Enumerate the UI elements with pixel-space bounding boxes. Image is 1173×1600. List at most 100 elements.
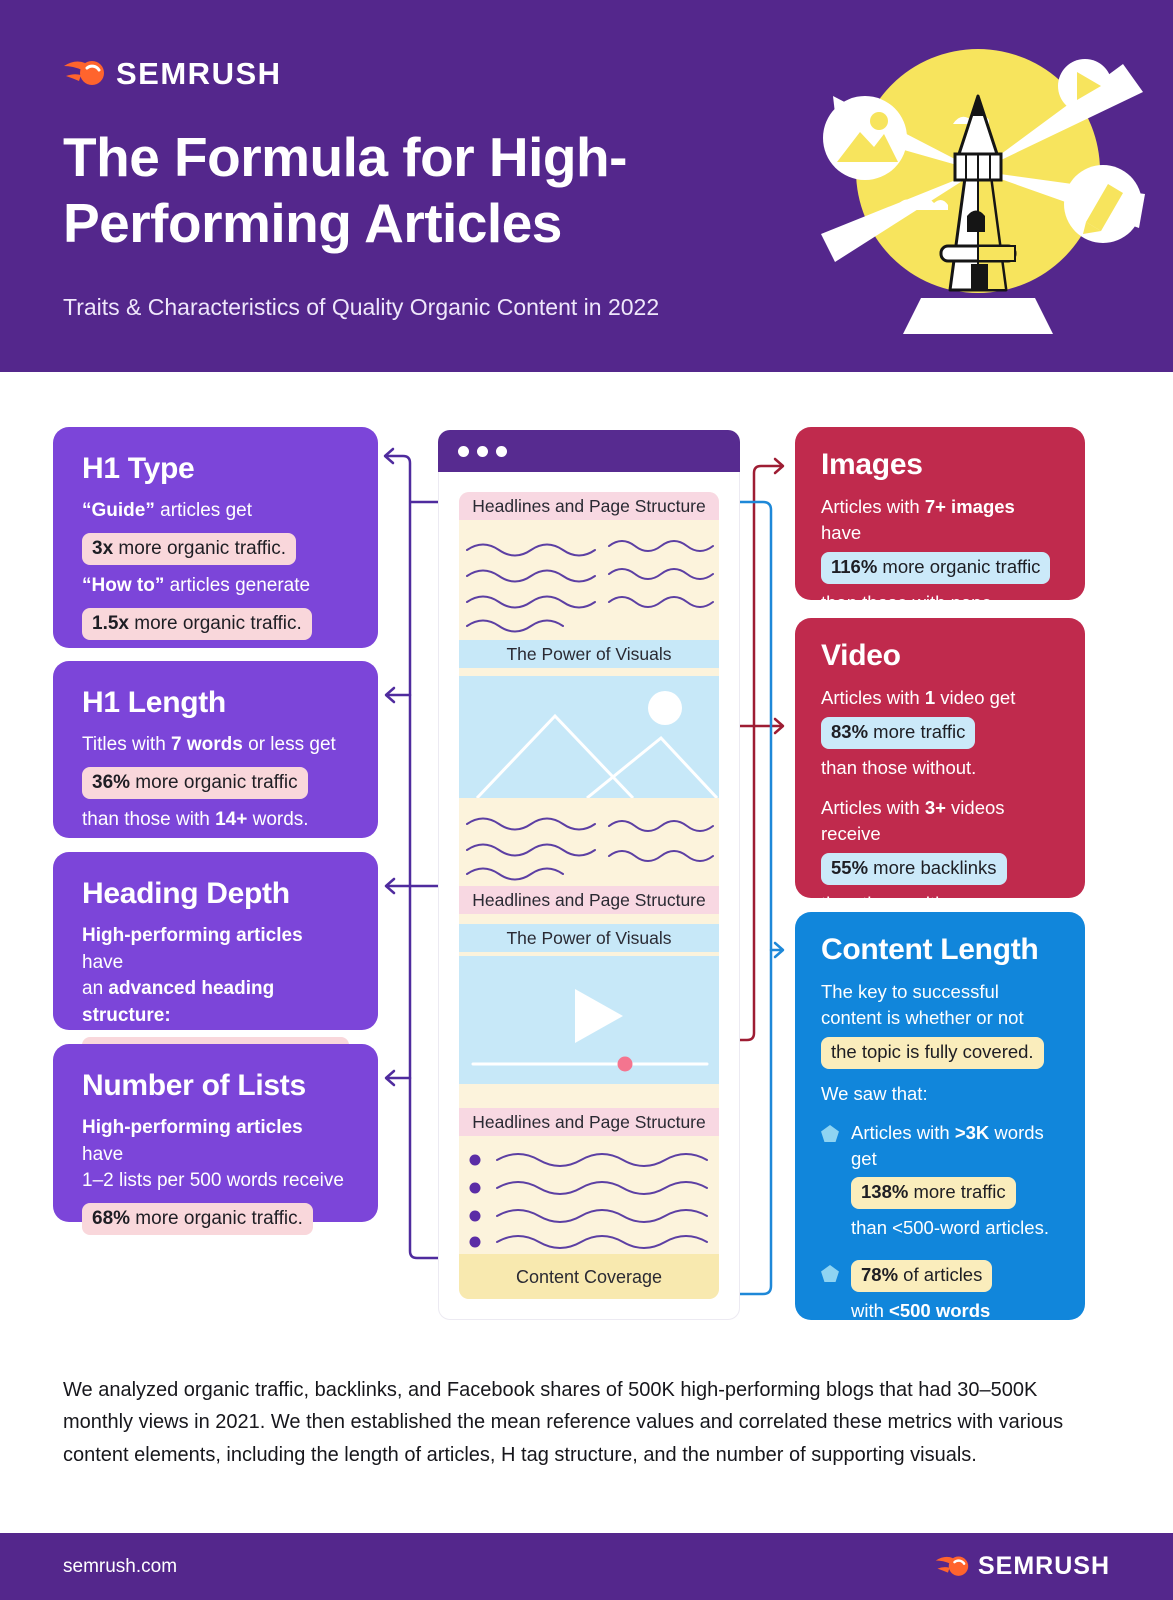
brand-text: SEMRUSH <box>977 1552 1110 1580</box>
card-title: Heading Depth <box>82 877 290 910</box>
card-heading-depth: Heading Depth High-performing articles h… <box>53 852 378 1096</box>
stat-line: Titles with 7 words or less get <box>82 734 336 755</box>
connector-red <box>738 457 785 1042</box>
page-title: The Formula for High-Performing Articles <box>63 126 627 254</box>
card-number-of-lists: Number of Lists High-performing articles… <box>53 1044 378 1236</box>
card-h1-type: H1 Type “Guide” articles get 3x more org… <box>53 427 378 648</box>
semrush-flame-icon <box>935 1555 969 1576</box>
card-title: H1 Length <box>82 686 226 719</box>
stat-line: than <500-word articles. <box>851 1217 1049 1239</box>
stat-line: 1.5x more organic traffic. <box>82 607 349 641</box>
stat-pill: 68% more organic traffic. <box>82 1202 313 1236</box>
stat-line: The key to successful content is whether… <box>821 981 1024 1028</box>
card-images: Images Articles with 7+ images have 116%… <box>795 427 1085 613</box>
stat-line: than those with 14+ words. <box>82 809 309 831</box>
card-title: Number of Lists <box>82 1069 306 1102</box>
stat-line: than those with none. <box>821 591 997 613</box>
stat-line: an advanced heading structure: <box>82 978 275 1026</box>
stat-line: the topic is fully covered. <box>821 1036 1059 1069</box>
stat-pill: 116% more organic traffic <box>821 551 1051 584</box>
footer: semrush.com SEMRUSH <box>0 1533 1173 1600</box>
list-item: 78% of articles with <500 words are not … <box>821 1260 1059 1356</box>
header: SEMRUSH The Formula for High-Performing … <box>0 0 1173 372</box>
pentagon-bullet-icon <box>821 1124 839 1142</box>
lighthouse <box>903 94 1053 334</box>
window-dot <box>458 445 469 457</box>
stat-pill: 138% more traffic <box>851 1177 1016 1210</box>
window-dot <box>477 445 488 457</box>
spacer <box>459 914 719 924</box>
card-title: Images <box>821 448 923 481</box>
play-icon <box>1058 59 1112 113</box>
methodology-paragraph: We analyzed organic traffic, backlinks, … <box>63 1379 1064 1466</box>
stat-pill: 36% more organic traffic <box>82 766 308 800</box>
mockup-banner-coverage: Content Coverage <box>459 1254 719 1299</box>
stat-line: 138% more traffic <box>851 1177 1059 1210</box>
semrush-flame-icon <box>64 61 104 85</box>
mockup-banner-headlines: Headlines and Page Structure <box>459 1108 719 1136</box>
stat-line: 116% more organic traffic <box>821 551 1059 584</box>
image-icon <box>823 96 907 180</box>
mockup-text-squiggles <box>466 540 714 633</box>
pentagon-bullet-icon <box>821 1265 839 1283</box>
stat-line: 78% of articles <box>851 1260 993 1293</box>
stat-line: with <500 words <box>851 1300 991 1322</box>
card-content-length: Content Length The key to successful con… <box>795 912 1085 1347</box>
connector-blue <box>738 500 785 1296</box>
stat-pill: 78% of articles <box>851 1260 993 1293</box>
stat-line: We saw that: <box>821 1082 928 1104</box>
spacer <box>459 1084 719 1108</box>
stat-pill: 1.5x more organic traffic. <box>82 607 312 641</box>
stat-line: Articles with 1 video get <box>821 687 1016 708</box>
stat-line: High-performing articles have <box>82 1117 303 1165</box>
window-dot <box>496 445 507 457</box>
stat-line: Articles with >3K words get <box>851 1121 1044 1169</box>
stat-line: High-performing articles have <box>82 925 303 973</box>
play-icon <box>575 989 623 1043</box>
stat-line: 68% more organic traffic. <box>82 1202 349 1236</box>
stat-pill: 83% more traffic <box>821 716 976 749</box>
stat-line: 36% more organic traffic <box>82 766 349 800</box>
spacer <box>459 668 719 676</box>
stat-pill: the topic is fully covered. <box>821 1036 1044 1069</box>
browser-body: Headlines and Page Structure The Power o… <box>438 472 740 1320</box>
mockup-banner-visuals: The Power of Visuals <box>459 924 719 952</box>
footer-semrush-logo: SEMRUSH <box>935 1552 1110 1581</box>
stat-line: 3x more organic traffic. <box>82 532 349 566</box>
mockup-video-player <box>459 956 719 1084</box>
mockup-banner-headlines: Headlines and Page Structure <box>459 886 719 914</box>
page-subtitle: Traits & Characteristics of Quality Orga… <box>63 294 660 320</box>
stat-line: Articles with 7+ images have <box>821 496 1015 543</box>
stat-line: than those with none. <box>821 892 997 914</box>
article-preview: Headlines and Page Structure The Power o… <box>459 492 719 1299</box>
stat-line: Articles with 3+ videos receive <box>821 796 1005 844</box>
stat-pill: 55% more backlinks <box>821 852 1007 885</box>
progress-knob <box>617 1056 633 1072</box>
stat-pill: 3x more organic traffic. <box>82 532 296 566</box>
mockup-text-squiggles <box>466 817 714 881</box>
stat-line: “Guide” articles get <box>82 500 252 521</box>
mockup-image-placeholder <box>459 676 719 798</box>
stat-line: 83% more traffic <box>821 716 1059 749</box>
stat-line: are not shared. <box>851 1326 983 1348</box>
semrush-logo: SEMRUSH <box>63 56 282 92</box>
mockup-banner-headlines: Headlines and Page Structure <box>459 492 719 520</box>
card-h1-length: H1 Length Titles with 7 words or less ge… <box>53 661 378 838</box>
card-title: Content Length <box>821 933 1039 966</box>
stat-line: than those without. <box>821 756 977 778</box>
card-video: Video Articles with 1 video get 83% more… <box>795 618 1085 914</box>
card-title: H1 Type <box>82 452 195 485</box>
footer-site-link[interactable]: semrush.com <box>63 1555 178 1577</box>
lighthouse-illustration <box>821 49 1145 334</box>
stat-line: 1–2 lists per 500 words receive <box>82 1170 344 1192</box>
browser-title-bar <box>438 430 740 472</box>
article-browser-mockup: Headlines and Page Structure The Power o… <box>438 430 740 1320</box>
stat-line: 55% more backlinks <box>821 852 1059 885</box>
pencil-icon <box>1064 165 1142 243</box>
mockup-banner-visuals: The Power of Visuals <box>459 640 719 668</box>
stat-line: “How to” articles generate <box>82 575 311 597</box>
list-item: Articles with >3K words get 138% more tr… <box>821 1120 1059 1248</box>
card-title: Video <box>821 639 901 672</box>
mockup-bullet-list <box>469 1153 708 1249</box>
